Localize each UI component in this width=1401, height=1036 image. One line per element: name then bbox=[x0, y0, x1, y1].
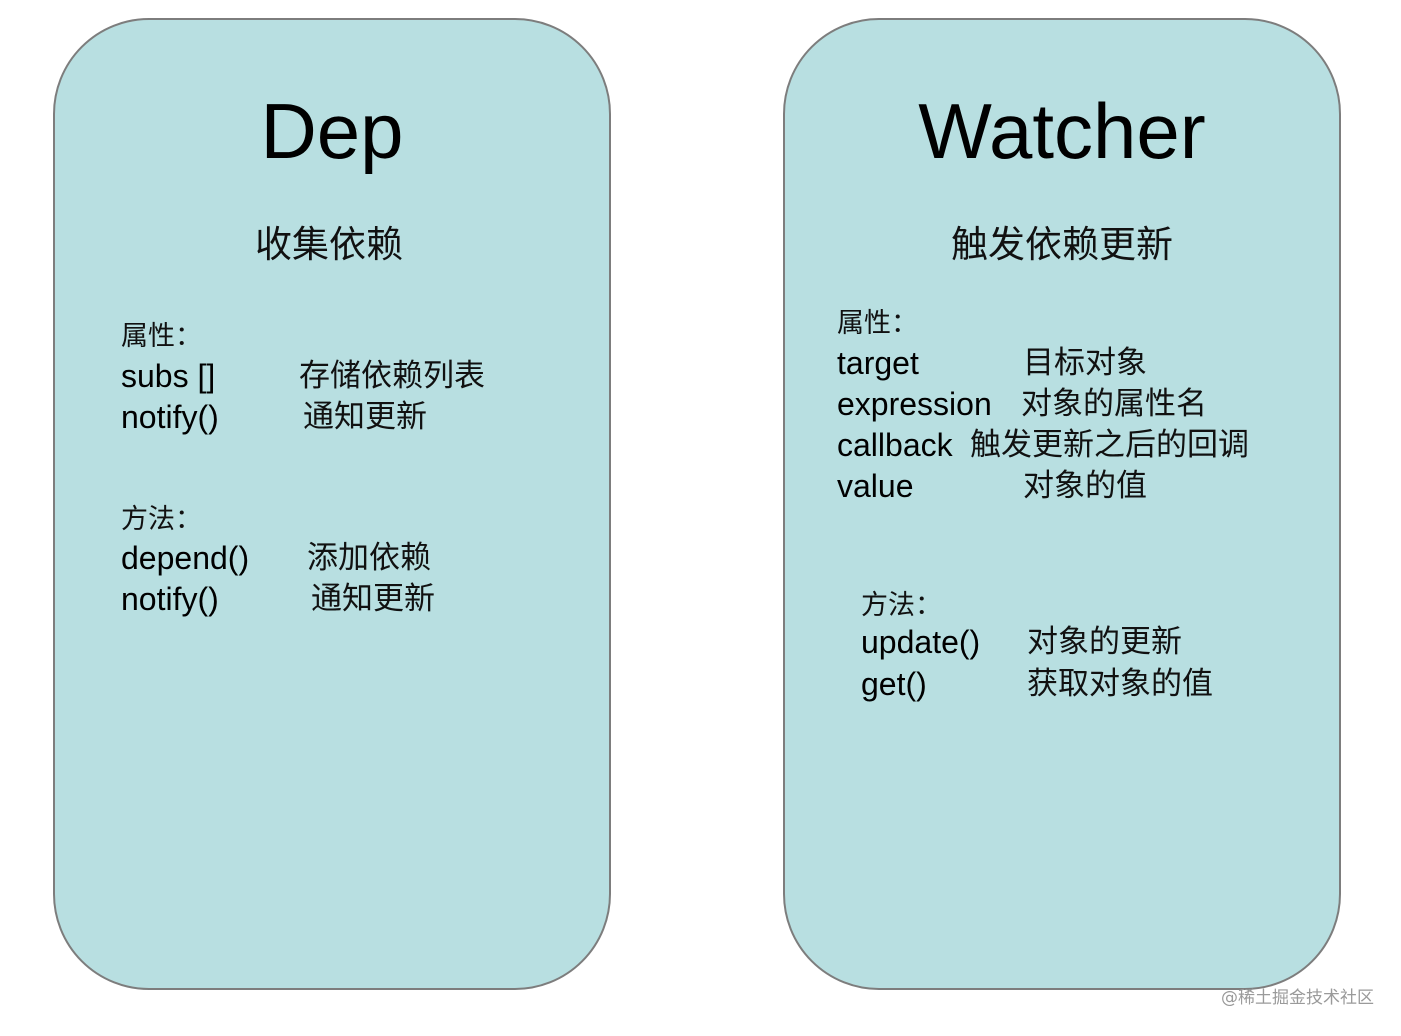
method-name: update() bbox=[861, 624, 981, 660]
method-desc: 获取对象的值 bbox=[1027, 666, 1213, 702]
prop-desc: 对象的属性名 bbox=[1021, 386, 1207, 422]
method-desc: 添加依赖 bbox=[307, 540, 431, 576]
watcher-props-label: 属性： bbox=[837, 308, 918, 339]
prop-name: expression bbox=[837, 386, 992, 422]
watcher-methods-label: 方法： bbox=[861, 590, 942, 621]
method-name: depend() bbox=[121, 540, 250, 576]
method-name: get() bbox=[861, 666, 927, 702]
prop-desc: 通知更新 bbox=[303, 399, 427, 435]
prop-name: value bbox=[837, 468, 914, 504]
prop-desc: 触发更新之后的回调 bbox=[970, 427, 1249, 463]
prop-name: notify() bbox=[121, 399, 219, 435]
prop-name: callback bbox=[837, 427, 953, 463]
watcher-subtitle: 触发依赖更新 bbox=[951, 223, 1173, 266]
method-desc: 通知更新 bbox=[311, 581, 435, 617]
dep-props-label: 属性： bbox=[121, 321, 202, 352]
watermark: @稀土掘金技术社区 bbox=[1221, 988, 1374, 1008]
prop-desc: 目标对象 bbox=[1023, 345, 1147, 381]
dep-methods-label: 方法： bbox=[121, 504, 202, 535]
prop-name: subs [] bbox=[121, 358, 216, 394]
watcher-title: Watcher bbox=[918, 87, 1206, 175]
method-name: notify() bbox=[121, 581, 219, 617]
dep-title: Dep bbox=[260, 87, 404, 175]
method-desc: 对象的更新 bbox=[1027, 624, 1182, 660]
prop-name: target bbox=[837, 345, 919, 381]
watcher-card: Watcher 触发依赖更新 属性： target 目标对象 expressio… bbox=[783, 18, 1341, 990]
prop-desc: 对象的值 bbox=[1023, 468, 1147, 504]
prop-desc: 存储依赖列表 bbox=[299, 358, 485, 394]
dep-card: Dep 收集依赖 属性： subs [] 存储依赖列表 notify() 通知更… bbox=[53, 18, 611, 990]
dep-subtitle: 收集依赖 bbox=[255, 223, 403, 266]
